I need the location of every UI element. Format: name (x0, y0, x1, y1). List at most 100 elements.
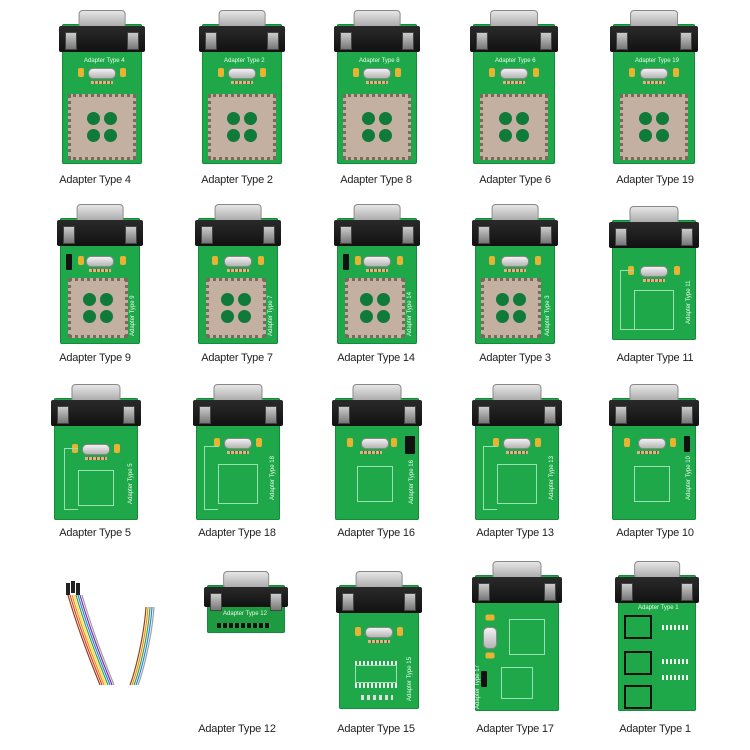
crystal-icon (503, 438, 531, 449)
capacitor-icon (533, 68, 539, 77)
pcb-board: Adapter Type 10 (608, 384, 700, 520)
pcb-board: Adapter Type 5 (50, 384, 142, 520)
resistor-icon (506, 451, 528, 454)
connector-housing (203, 587, 289, 611)
capacitor-icon (397, 627, 403, 636)
soic-pads-icon (662, 625, 688, 630)
pcb-trace (620, 270, 634, 330)
ic-footprint-icon (634, 466, 670, 502)
ic-footprint-icon (501, 667, 533, 699)
product-label: Adapter Type 5 (59, 527, 131, 539)
product-label: Adapter Type 4 (59, 174, 131, 186)
crystal-icon (363, 68, 391, 79)
ic-footprint-icon (355, 665, 397, 683)
pcb-board: Adapter Type 1 (614, 561, 700, 711)
connector-housing (331, 400, 423, 426)
silkscreen-label: Adapter Type 3 (545, 295, 551, 336)
resistor-icon (91, 81, 113, 84)
pcb-board: Adapter Type 16 (331, 384, 423, 520)
crystal-icon (640, 266, 668, 277)
capacitor-icon (535, 438, 541, 447)
product-label: Adapter Type 13 (476, 527, 554, 539)
ic-footprint-icon (634, 290, 674, 330)
capacitor-icon (214, 438, 220, 447)
plcc-socket-icon (480, 94, 548, 160)
capacitor-icon (218, 68, 224, 77)
connector-housing (609, 26, 699, 52)
capacitor-icon (489, 68, 495, 77)
capacitor-icon (78, 68, 84, 77)
connector-housing (56, 220, 144, 246)
dip8-socket-icon (624, 615, 652, 639)
silkscreen-label: Adapter Type 4 (84, 58, 125, 64)
product-label: Adapter Type 12 (198, 723, 276, 735)
silkscreen-label: Adapter Type 16 (409, 460, 415, 504)
capacitor-icon (347, 438, 353, 447)
plcc-socket-icon (345, 278, 405, 338)
connector-housing (50, 400, 142, 426)
crystal-icon (88, 68, 116, 79)
plcc-socket-icon (68, 278, 128, 338)
plcc-socket-icon (68, 94, 136, 160)
capacitor-icon (120, 256, 126, 265)
dip8-socket-icon (624, 685, 652, 709)
test-pads-icon (361, 695, 393, 700)
ic-footprint-icon (218, 464, 258, 504)
product-label: Adapter Type 6 (479, 174, 551, 186)
resistor-icon (231, 81, 253, 84)
capacitor-icon (395, 68, 401, 77)
silkscreen-label: Adapter Type 5 (128, 463, 134, 504)
connector-housing (469, 26, 559, 52)
pcb-board: Adapter Type 3 (471, 204, 559, 344)
product-label: Adapter Type 18 (198, 527, 276, 539)
product-label: Adapter Type 7 (201, 352, 273, 364)
capacitor-icon (485, 614, 495, 621)
pcb-board: Adapter Type 6 (469, 10, 559, 164)
capacitor-icon (674, 266, 680, 275)
silkscreen-label: Adapter Type 9 (130, 295, 136, 336)
crystal-icon (500, 68, 528, 79)
pcb-board: Adapter Type 15 (335, 571, 423, 709)
silkscreen-label: Adapter Type 6 (495, 58, 536, 64)
silkscreen-label: Adapter Type 11 (686, 280, 692, 324)
capacitor-icon (78, 256, 84, 265)
crystal-icon (638, 438, 666, 449)
soic-pads-icon (355, 683, 397, 688)
capacitor-icon (355, 627, 361, 636)
silkscreen-label: Adapter Type 18 (270, 456, 276, 500)
resistor-icon (637, 451, 659, 454)
pcb-board: Adapter Type 14 (333, 204, 421, 344)
jumper-icon (66, 254, 72, 270)
pcb-board: Adapter Type 12 (203, 571, 289, 633)
jumper-icon (684, 436, 690, 452)
capacitor-icon (391, 438, 397, 447)
connector-housing (194, 220, 282, 246)
capacitor-icon (485, 652, 495, 659)
pcb-board: Adapter Type 19 (609, 10, 699, 164)
capacitor-icon (256, 438, 262, 447)
product-label: Adapter Type 8 (340, 174, 412, 186)
resistor-icon (360, 451, 382, 454)
crystal-icon (224, 256, 252, 267)
silkscreen-label: Adapter Type 15 (407, 657, 413, 701)
capacitor-icon (353, 68, 359, 77)
connector-housing (58, 26, 146, 52)
ic-footprint-icon (509, 619, 545, 655)
resistor-icon (227, 269, 249, 272)
crystal-icon (640, 68, 668, 79)
jumper-icon (405, 436, 415, 454)
silkscreen-label: Adapter Type 7 (268, 295, 274, 336)
crystal-icon (361, 438, 389, 449)
connector-housing (192, 400, 284, 426)
pcb-board: Adapter Type 17 (471, 561, 563, 711)
product-label: Adapter Type 1 (619, 723, 691, 735)
crystal-icon (82, 444, 110, 455)
ic-footprint-icon (497, 464, 537, 504)
connector-housing (333, 220, 421, 246)
jumper-icon (481, 671, 487, 687)
resistor-icon (89, 269, 111, 272)
pcb-trace (204, 446, 218, 510)
resistor-icon (503, 81, 525, 84)
ic-footprint-icon (357, 466, 393, 502)
ic-footprint-icon (78, 470, 114, 506)
